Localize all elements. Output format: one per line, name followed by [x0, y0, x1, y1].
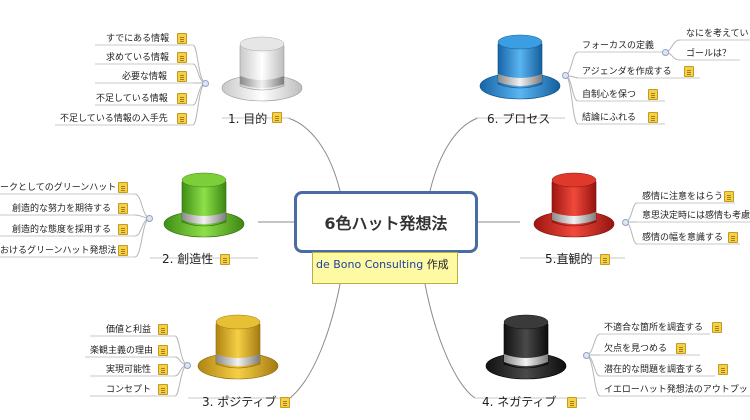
- note-icon[interactable]: [676, 343, 686, 354]
- note-icon[interactable]: [118, 224, 128, 235]
- collapse-toggle-green[interactable]: [146, 215, 153, 222]
- leaf-item[interactable]: 楽観主義の理由: [90, 346, 154, 356]
- leaf-item[interactable]: 不足している情報の入手先: [60, 114, 168, 124]
- note-icon[interactable]: [158, 364, 168, 375]
- leaf-item[interactable]: 結論にふれる: [582, 113, 637, 123]
- leaf-item[interactable]: なにを考えてい: [686, 29, 749, 39]
- collapse-toggle-yellow[interactable]: [184, 362, 191, 369]
- note-icon[interactable]: [158, 324, 168, 335]
- leaf-item[interactable]: 創造的な態度を採用する: [12, 225, 112, 235]
- blue-hat-icon: [479, 34, 561, 100]
- note-icon[interactable]: [118, 203, 128, 214]
- note-icon[interactable]: [712, 322, 722, 333]
- note-icon[interactable]: [118, 182, 128, 193]
- leaf-item[interactable]: 実現可能性: [106, 365, 152, 375]
- green-hat-icon: [163, 172, 245, 238]
- black-hat-icon: [485, 314, 567, 380]
- central-note-suffix: 作成: [426, 258, 449, 271]
- branch-label-yellow[interactable]: 3. ポジティブ: [202, 395, 277, 409]
- leaf-item[interactable]: 不足している情報: [96, 94, 168, 104]
- note-icon[interactable]: [177, 93, 187, 104]
- note-icon[interactable]: [158, 384, 168, 395]
- leaf-item[interactable]: 求めている情報: [106, 53, 170, 63]
- note-icon[interactable]: [177, 33, 187, 44]
- note-icon[interactable]: [600, 254, 610, 265]
- leaf-item[interactable]: イエローハット発想法のアウトプット: [604, 385, 750, 395]
- branch-label-red[interactable]: 5.直観的: [545, 252, 593, 266]
- note-icon[interactable]: [684, 66, 694, 77]
- collapse-toggle-blue-focus[interactable]: [662, 49, 669, 56]
- leaf-item[interactable]: すでにある情報: [106, 34, 170, 44]
- note-icon[interactable]: [718, 364, 728, 375]
- leaf-item[interactable]: おけるグリーンハット発想法: [0, 246, 117, 256]
- leaf-item[interactable]: アジェンダを作成する: [582, 67, 672, 77]
- leaf-item[interactable]: 感情に注意をはらう: [642, 192, 724, 202]
- leaf-item[interactable]: ゴールは？: [686, 49, 732, 59]
- central-title: 6色ハット発想法: [324, 214, 448, 233]
- note-icon[interactable]: [177, 52, 187, 63]
- note-icon[interactable]: [567, 397, 577, 408]
- note-icon[interactable]: [118, 245, 128, 256]
- leaf-item[interactable]: 価値と利益: [106, 325, 152, 335]
- leaf-item[interactable]: 自制心を保つ: [582, 90, 637, 100]
- branch-label-green[interactable]: 2. 創造性: [162, 252, 214, 266]
- connector-white: [287, 117, 341, 192]
- leaf-item[interactable]: コンセプト: [106, 385, 152, 395]
- leaf-item[interactable]: 欠点を見つめる: [604, 344, 668, 354]
- yellow-hat-icon: [197, 314, 279, 380]
- note-icon[interactable]: [177, 71, 187, 82]
- leaf-item[interactable]: 潜在的な問題を調査する: [604, 365, 704, 375]
- note-icon[interactable]: [280, 397, 290, 408]
- collapse-toggle-red[interactable]: [622, 219, 629, 226]
- note-icon[interactable]: [648, 112, 658, 123]
- connector-blue: [429, 117, 479, 192]
- leaf-item[interactable]: 創造的な努力を期待する: [12, 204, 112, 214]
- note-icon[interactable]: [220, 254, 230, 265]
- note-icon[interactable]: [158, 345, 168, 356]
- central-note-source: de Bono Consulting: [316, 258, 424, 271]
- branch-label-blue[interactable]: 6. プロセス: [487, 112, 551, 126]
- central-topic[interactable]: 6色ハット発想法: [294, 191, 478, 253]
- collapse-toggle-blue[interactable]: [562, 72, 569, 79]
- leaf-item[interactable]: ークとしてのグリーンハット: [0, 183, 117, 193]
- leaf-item[interactable]: 意思決定時には感情も考慮: [642, 211, 750, 221]
- note-icon[interactable]: [724, 191, 734, 202]
- central-note: de Bono Consulting 作成: [312, 252, 458, 284]
- note-icon[interactable]: [728, 232, 738, 243]
- collapse-toggle-white[interactable]: [202, 80, 209, 87]
- red-hat-icon: [533, 172, 615, 238]
- branch-label-white[interactable]: 1. 目的: [228, 112, 268, 126]
- leaf-item[interactable]: 不適合な箇所を調査する: [604, 323, 704, 333]
- collapse-toggle-black[interactable]: [583, 352, 590, 359]
- note-icon[interactable]: [177, 113, 187, 124]
- leaf-item[interactable]: 必要な情報: [122, 72, 168, 82]
- leaf-item[interactable]: 感情の幅を意識する: [642, 233, 724, 243]
- note-icon[interactable]: [648, 89, 658, 100]
- white-hat-icon: [221, 36, 303, 102]
- leaf-item[interactable]: フォーカスの定義: [582, 41, 655, 51]
- note-icon[interactable]: [272, 112, 282, 123]
- leaf-underlines: [0, 39, 750, 399]
- branch-label-black[interactable]: 4. ネガティブ: [482, 395, 557, 409]
